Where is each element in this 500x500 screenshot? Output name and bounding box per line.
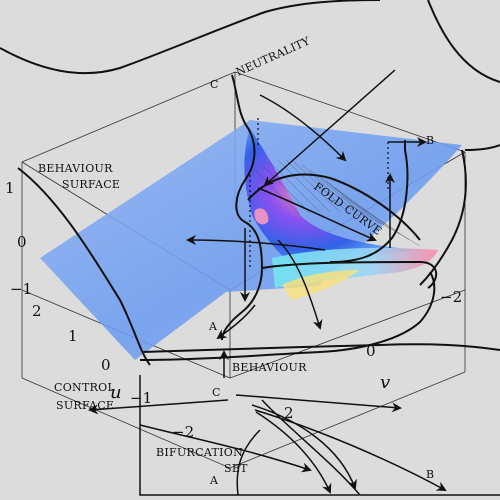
fold-outline-lower — [261, 260, 438, 289]
label-control-surface-line1: CONTROL — [54, 381, 115, 394]
tick-left-m1: −1 — [10, 280, 32, 298]
neutrality-curve — [221, 74, 264, 341]
pleat-yellow-band — [282, 270, 360, 300]
flow-arrows — [186, 69, 427, 378]
tick-front-0: 0 — [101, 356, 111, 374]
label-bifurcation-set-line2: SET — [224, 462, 248, 475]
axis-label-u: u — [110, 382, 122, 403]
dotted-guides — [249, 118, 389, 268]
arrow-centre-down — [277, 239, 323, 330]
upper-sheet-edge — [0, 0, 381, 75]
point-c-bottom: C — [212, 386, 220, 399]
point-a-bottom: A — [209, 474, 219, 487]
point-b-bottom: B — [426, 468, 434, 481]
label-neutrality: NEUTRALITY — [234, 34, 313, 78]
control-line-5 — [255, 411, 332, 494]
arrow-centre-left — [186, 235, 326, 251]
tick-bottom-2: 2 — [284, 404, 294, 422]
pleat-hatching — [254, 159, 421, 247]
front-lower-curve — [139, 271, 436, 361]
tick-left-1: 1 — [5, 179, 15, 197]
fold-pleat — [244, 128, 438, 300]
box-mid-right — [229, 289, 466, 379]
label-control-surface-line2: SURFACE — [56, 399, 114, 412]
tick-front-m2: −2 — [172, 423, 194, 441]
label-behaviour-surface-line2: SURFACE — [62, 178, 120, 191]
upper-sheet-back-drop — [464, 144, 500, 151]
box-back-left — [21, 71, 236, 163]
right-sheet-edge — [419, 149, 467, 286]
tick-front-m1: −1 — [130, 389, 152, 407]
control-line-3 — [251, 404, 357, 490]
tick-right-0: 0 — [366, 342, 376, 360]
point-c-top: C — [210, 78, 218, 91]
control-line-2 — [235, 394, 402, 413]
arrow-neutrality-right — [259, 94, 347, 162]
label-behaviour-surface-line1: BEHAVIOUR — [38, 162, 113, 175]
axis-label-v: v — [380, 372, 390, 393]
upper-sheet — [0, 0, 500, 151]
behaviour-surface-left-fold — [17, 167, 151, 366]
control-line-6 — [139, 424, 312, 473]
pleat-dark-cone — [244, 128, 420, 268]
arrow-sheet-right — [257, 187, 377, 242]
control-lower-frame — [139, 375, 500, 496]
control-line-4 — [254, 409, 447, 491]
behaviour-surface-plane — [40, 120, 462, 360]
pleat-back-curve — [329, 140, 409, 263]
point-a-mid: A — [208, 320, 218, 333]
point-b-top: B — [426, 134, 434, 147]
arrow-upper-left — [263, 69, 396, 187]
tick-left-2: 2 — [32, 302, 42, 320]
control-line-1 — [88, 399, 229, 415]
control-surface-top — [141, 343, 500, 353]
pleat-center-glow — [254, 208, 269, 225]
bifurcation-cusp — [236, 429, 261, 496]
upper-sheet-right-edge — [427, 0, 500, 83]
label-bifurcation-set-line1: BIFURCATION — [156, 446, 243, 459]
arrow-to-a — [216, 304, 256, 340]
tick-left-0: 0 — [17, 233, 27, 251]
label-behaviour: BEHAVIOUR — [232, 361, 307, 374]
control-plane-lines — [88, 375, 500, 496]
tick-right-m2: −2 — [440, 288, 462, 306]
tick-front-1: 1 — [68, 327, 78, 345]
